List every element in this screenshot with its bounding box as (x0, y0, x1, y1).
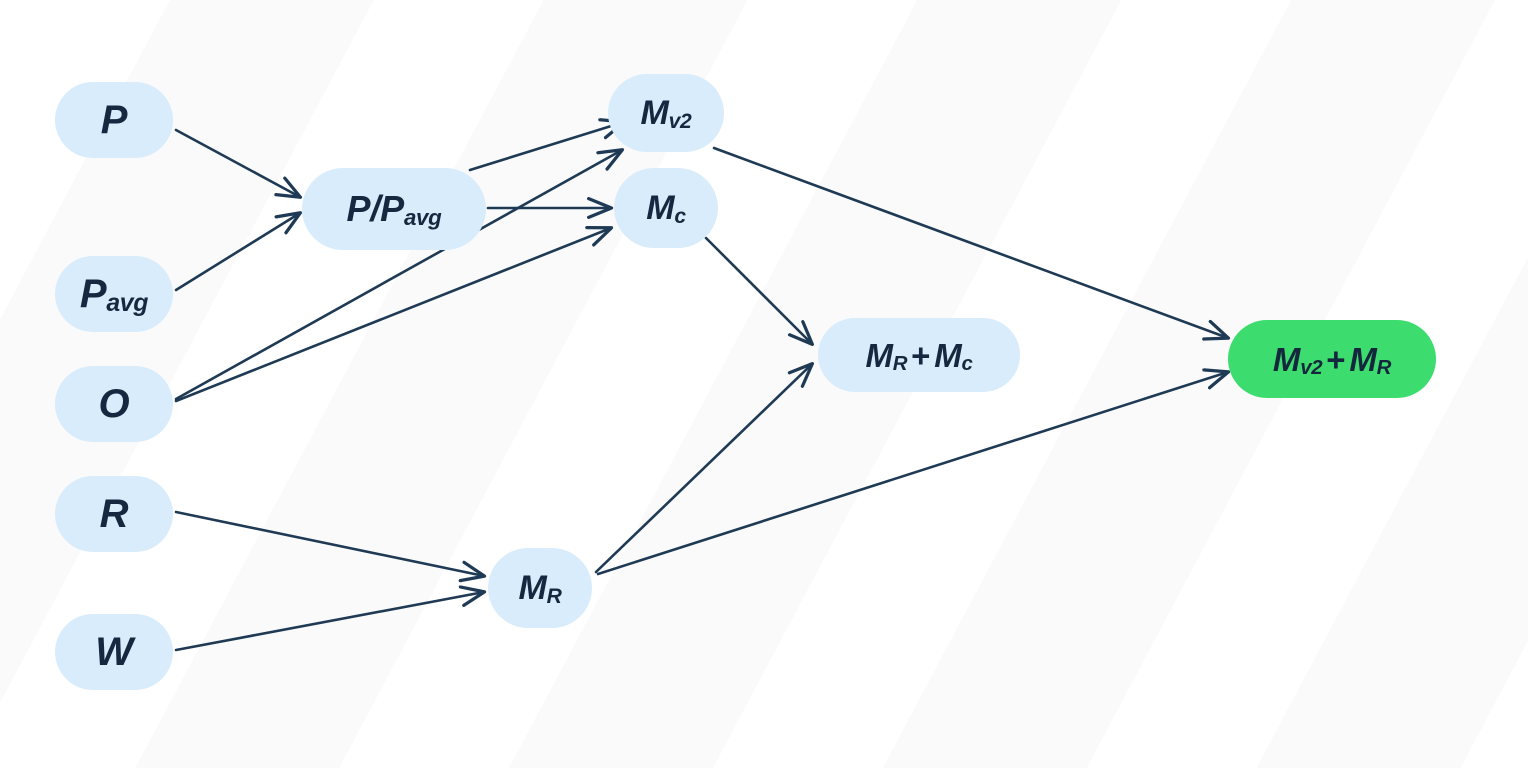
term-sub: v2 (668, 109, 692, 133)
term-sub: avg (106, 290, 149, 318)
node-label-O: O (99, 384, 130, 424)
edge-ratio-to-Mv2 (468, 122, 624, 172)
term-left-base: M (865, 336, 893, 374)
operator-plus: + (911, 336, 931, 374)
term-base: P (100, 98, 128, 142)
term-base: W (95, 630, 133, 674)
node-label-W: W (95, 632, 133, 672)
term-sub: c (674, 204, 686, 228)
term-left-base: M (1272, 340, 1301, 378)
term-right-base: M (934, 336, 962, 374)
edge-P-to-ratio (174, 128, 300, 197)
node-P[interactable]: P (55, 82, 173, 158)
node-label-P: P (100, 98, 128, 142)
term-base: O (98, 382, 130, 426)
edge-O-to-Mc (174, 228, 611, 403)
term-denominator-sub: avg (403, 204, 442, 230)
term-right-sub: R (1376, 355, 1392, 379)
term-base: M (646, 189, 675, 227)
node-O[interactable]: O (55, 366, 173, 442)
term-denominator-base: P (380, 188, 404, 229)
term-left-sub: R (892, 351, 908, 375)
operator-plus: + (1326, 340, 1346, 378)
term-base: M (518, 569, 547, 607)
edge-Mv2-to-Mv2MR (712, 146, 1228, 338)
node-label-R: R (100, 494, 129, 534)
term-right-sub: c (961, 351, 973, 375)
term-sub: R (546, 584, 562, 608)
term-numerator: P (346, 188, 371, 229)
edge-Pavg-to-ratio (174, 213, 300, 292)
term-base: M (640, 94, 669, 132)
edge-W-to-MR (174, 592, 484, 652)
term-left-sub: v2 (1300, 355, 1323, 379)
term-base: R (99, 492, 129, 536)
ratio-slash: / (370, 188, 381, 229)
edge-R-to-MR (174, 510, 484, 576)
edge-Mc-to-MRMc (704, 236, 812, 344)
term-right-base: M (1349, 340, 1377, 378)
node-R[interactable]: R (55, 476, 173, 552)
edge-MR-to-Mv2MR (596, 372, 1228, 576)
node-W[interactable]: W (55, 614, 173, 690)
edge-MR-to-MRMc (594, 364, 812, 574)
term-base: P (79, 272, 107, 316)
